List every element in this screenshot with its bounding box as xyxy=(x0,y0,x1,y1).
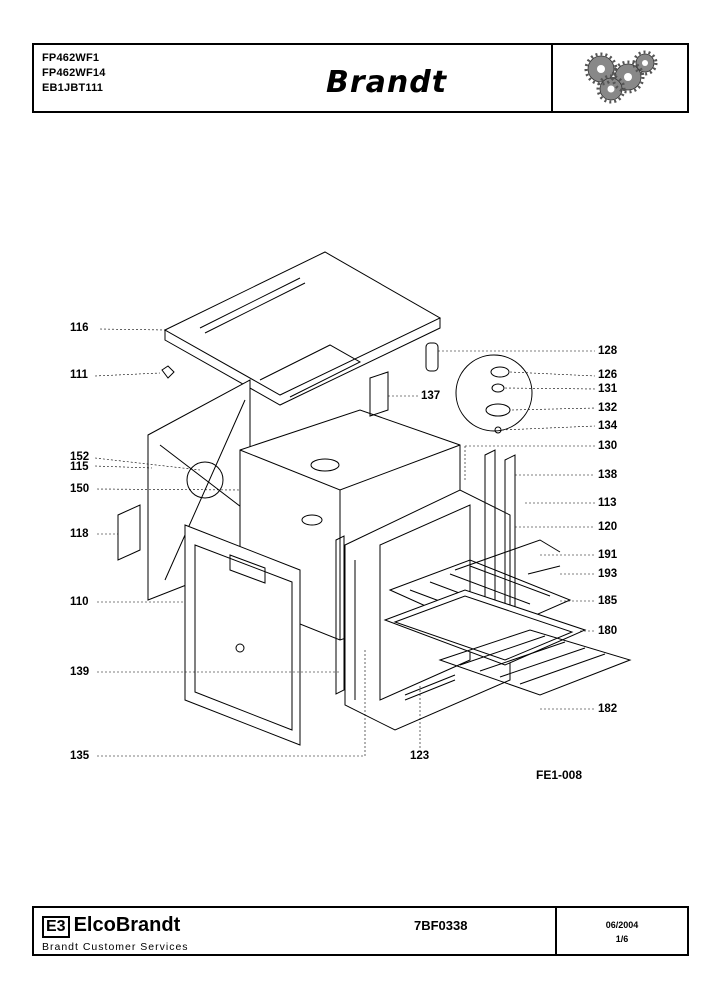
part-label-135: 135 xyxy=(70,750,90,762)
part-label-130: 130 xyxy=(598,440,618,452)
part-label-182: 182 xyxy=(598,703,618,715)
company-name: ElcoBrandt xyxy=(73,914,181,936)
part-label-111: 111 xyxy=(70,369,88,381)
document-date: 06/2004 xyxy=(605,920,639,930)
document-reference: 7BF0338 xyxy=(414,918,468,933)
model-2: FP462WF14 xyxy=(42,67,106,79)
figure-code: FE1-008 xyxy=(536,768,583,782)
model-1: FP462WF1 xyxy=(42,52,100,64)
brand-logo: Brandt xyxy=(326,65,448,100)
part-label-138: 138 xyxy=(598,469,618,481)
part-label-131: 131 xyxy=(598,383,618,395)
part-label-115: 115 xyxy=(70,461,89,473)
part-label-132: 132 xyxy=(598,402,618,414)
model-3: EB1JBT111 xyxy=(42,82,104,94)
part-label-110: 110 xyxy=(70,596,89,608)
part-label-191: 191 xyxy=(598,549,618,561)
part-label-150: 150 xyxy=(70,483,90,495)
gears-icon xyxy=(551,45,687,111)
part-label-113: 113 xyxy=(598,497,617,509)
header-box: FP462WF1 FP462WF14 EB1JBT111 Brandt xyxy=(32,43,689,113)
part-label-123: 123 xyxy=(410,750,430,762)
part-label-118: 118 xyxy=(70,528,89,540)
part-label-134: 134 xyxy=(598,420,618,432)
page-number: 1/6 xyxy=(615,934,629,944)
part-label-128: 128 xyxy=(598,345,618,357)
part-label-152: 152 xyxy=(70,451,90,463)
part-label-120: 120 xyxy=(598,521,618,533)
part-label-185: 185 xyxy=(598,595,618,607)
part-label-116: 116 xyxy=(70,322,89,334)
part-label-180: 180 xyxy=(598,625,618,637)
elcobrandt-logo-mark: E3 xyxy=(42,916,70,938)
part-label-126: 126 xyxy=(598,369,618,381)
service-name: Brandt Customer Services xyxy=(42,941,189,953)
part-label-137: 137 xyxy=(421,390,441,402)
part-label-193: 193 xyxy=(598,568,618,580)
date-page-box: 06/2004 1/6 xyxy=(555,908,687,954)
part-label-139: 139 xyxy=(70,666,90,678)
